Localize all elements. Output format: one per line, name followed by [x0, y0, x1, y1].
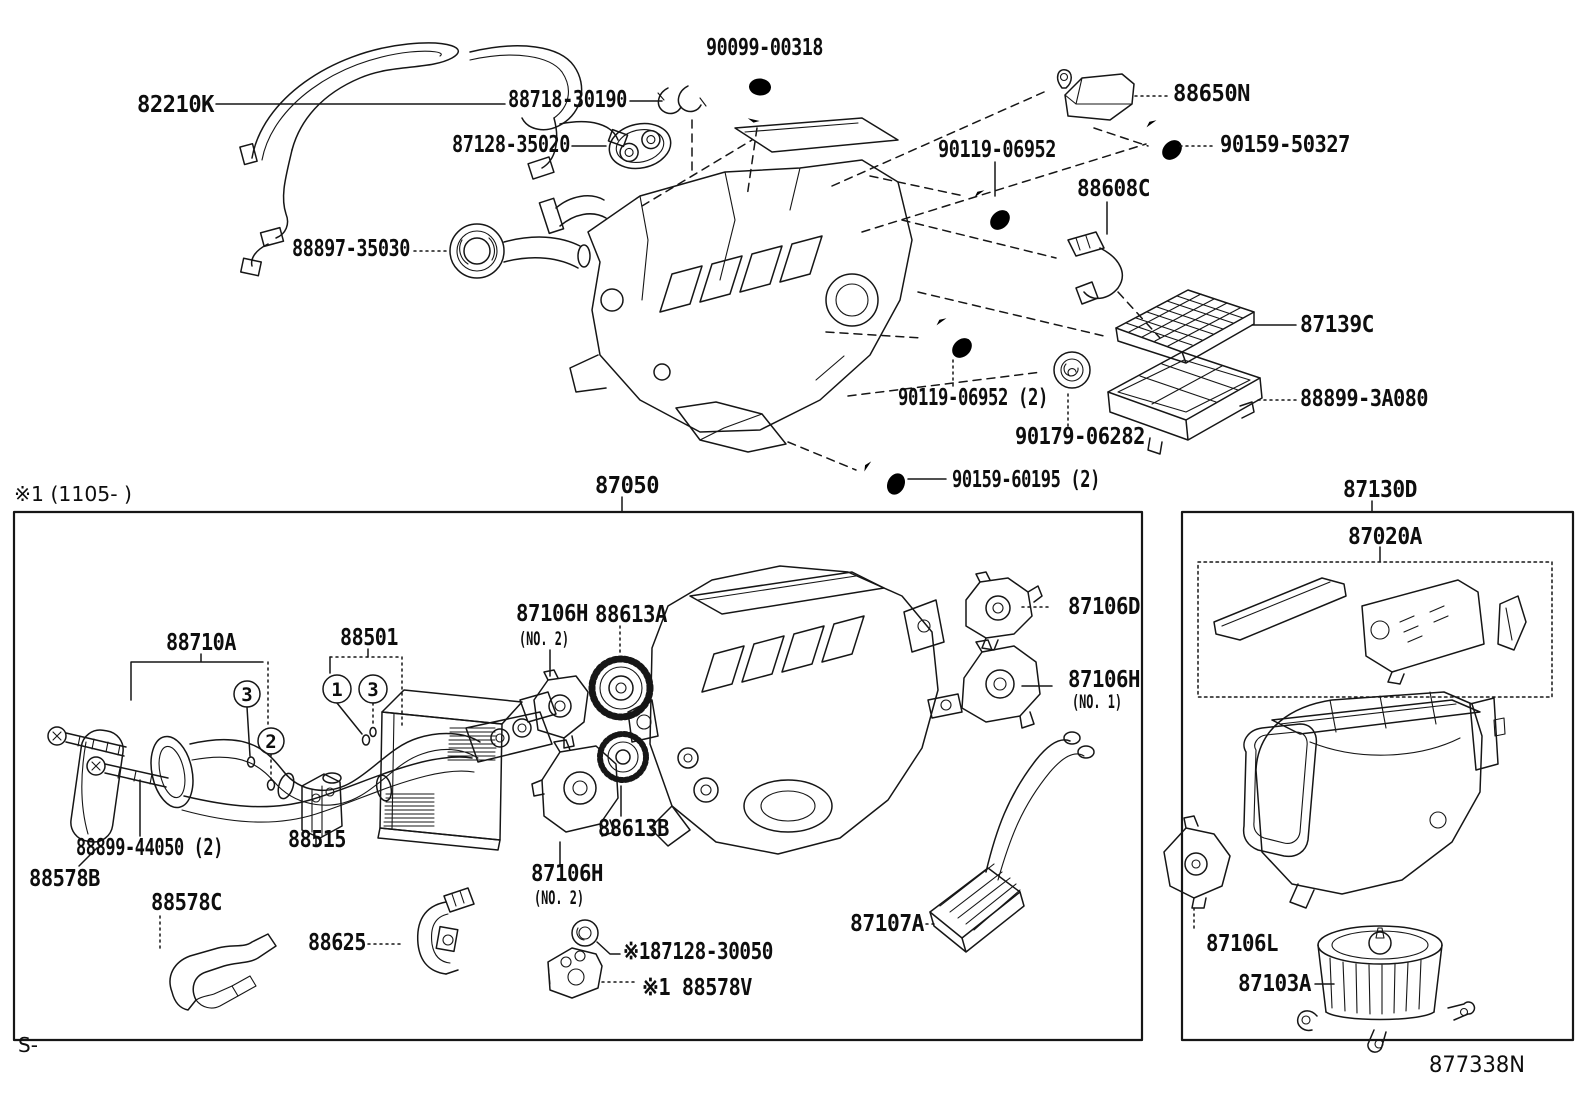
part-label-82210k: 82210K — [137, 92, 215, 118]
servo-87106l — [1163, 815, 1231, 909]
part-label-87107a: 87107A — [850, 911, 925, 937]
washer-part — [571, 919, 599, 947]
footer-s-mark: S- — [18, 1033, 38, 1057]
part-label-88515: 88515 — [288, 827, 346, 853]
callout-2: 2 — [265, 731, 276, 753]
part-label-88899-44050-2: 88899-44050 (2) — [76, 835, 223, 861]
gear-88613a — [588, 655, 654, 721]
part-label-88710a: 88710A — [166, 630, 237, 656]
tube-sensor-part — [416, 887, 475, 975]
part-label-87106l: 87106L — [1206, 931, 1278, 957]
part-label-88578c: 88578C — [151, 890, 222, 916]
callout-3a: 3 — [241, 684, 252, 706]
callout-circle-2 — [257, 727, 285, 755]
damper-door-part — [1361, 579, 1485, 685]
part-label-87106h-no1: 87106H — [1068, 667, 1140, 693]
part-label-88501: 88501 — [340, 625, 398, 651]
heater-core-part — [929, 731, 1095, 953]
leader-lines — [78, 95, 1381, 985]
part-label-88897-35030: 88897-35030 — [292, 236, 410, 262]
seal-strip-part — [1213, 577, 1347, 641]
hvac-unit-upper — [538, 117, 913, 453]
part-label-90119-06952: 90119-06952 — [938, 137, 1056, 163]
servo-87106h-no2-lower — [531, 739, 619, 837]
cabin-filter-part — [1115, 289, 1255, 364]
part-label-88718-30190: 88718-30190 — [508, 87, 627, 113]
part-label-87106d: 87106D — [1068, 594, 1140, 620]
part-label-88650n: 88650N — [1173, 81, 1250, 107]
blower-motor-part — [1296, 925, 1476, 1053]
part-label-87128-35020: 87128-35020 — [452, 132, 570, 158]
hvac-unit-lower — [627, 565, 963, 855]
connector-wire-part — [1067, 231, 1123, 305]
part-label-87050: 87050 — [595, 473, 659, 499]
part-label-87139c: 87139C — [1300, 312, 1374, 338]
part-label-90159-50327: 90159-50327 — [1220, 132, 1350, 158]
pad-and-bolts — [47, 726, 169, 843]
construction-lines — [641, 91, 1161, 471]
expansion-valve-part — [301, 772, 343, 839]
part-label-87103a: 87103A — [1238, 971, 1312, 997]
callout-3b: 3 — [367, 679, 378, 701]
part-sublabel-no2a: (NO. 2) — [519, 628, 569, 650]
callout-circle-1 — [322, 674, 352, 704]
sheet-code: 877338N — [1429, 1053, 1525, 1078]
part-label-87106h-no2a: 87106H — [516, 601, 588, 627]
wire-harness-part — [239, 42, 629, 277]
part-label-90119-06952-2: 90119-06952 (2) — [898, 385, 1048, 411]
part-label-87130d: 87130D — [1343, 477, 1417, 503]
servo-87106d — [965, 571, 1043, 651]
line-art — [12, 42, 1575, 1053]
blower-housing-part — [1242, 691, 1506, 909]
part-sublabel-no1: (NO. 1) — [1072, 691, 1122, 713]
main-assembly-box — [12, 510, 1144, 1042]
heater-hose-assembly — [150, 691, 557, 823]
fork-hose-part — [169, 933, 277, 1011]
block-88578v-part — [547, 947, 603, 999]
servo-87106h-no2-upper — [533, 669, 589, 749]
part-label-90179-06282: 90179-06282 — [1015, 424, 1145, 450]
part-label-90159-60195-2: 90159-60195 (2) — [952, 467, 1100, 493]
grommet-ring-part — [449, 223, 591, 279]
part-label-88578v: ※1 88578V — [642, 975, 753, 1001]
part-label-90099-00318: 90099-00318 — [706, 35, 823, 61]
blower-assembly-box — [1180, 510, 1575, 1042]
part-label-88625: 88625 — [308, 930, 366, 956]
amplifier-part — [1056, 69, 1135, 121]
screw-90159-60195-2 — [858, 458, 909, 498]
labels-layer: 82210K 88718-30190 90099-00318 87128-350… — [14, 35, 1525, 1078]
production-note: ※1 (1105- ) — [14, 482, 132, 506]
evaporator-part — [377, 689, 523, 851]
part-label-88899-3a080: 88899-3A080 — [1300, 386, 1428, 412]
small-grommet-part — [1053, 351, 1091, 389]
screw-90119-06952 — [966, 186, 1014, 234]
part-label-87128-30050: ※187128-30050 — [623, 939, 773, 965]
part-label-88613a: 88613A — [595, 602, 668, 628]
lever-part — [1497, 595, 1527, 651]
grommet-oval-part — [608, 122, 672, 170]
part-label-88608c: 88608C — [1077, 176, 1150, 202]
gear-88613b — [597, 731, 649, 783]
part-label-88613b: 88613B — [598, 816, 670, 842]
callout-circle-3a — [233, 680, 261, 708]
screw-90119-06952-2 — [928, 314, 976, 362]
screw-90159-50327 — [1138, 116, 1186, 164]
part-label-87020a: 87020A — [1348, 524, 1423, 550]
servo-87106h-no1 — [961, 639, 1041, 729]
callout-1: 1 — [331, 679, 342, 701]
part-label-88578b: 88578B — [29, 866, 101, 892]
screw-90099-00318 — [746, 77, 772, 124]
filter-case-part — [1107, 351, 1263, 455]
part-sublabel-no2b: (NO. 2) — [534, 887, 584, 909]
part-label-87106h-no2b: 87106H — [531, 861, 603, 887]
callout-circle-3b — [358, 674, 388, 704]
clamp-part — [657, 85, 707, 115]
